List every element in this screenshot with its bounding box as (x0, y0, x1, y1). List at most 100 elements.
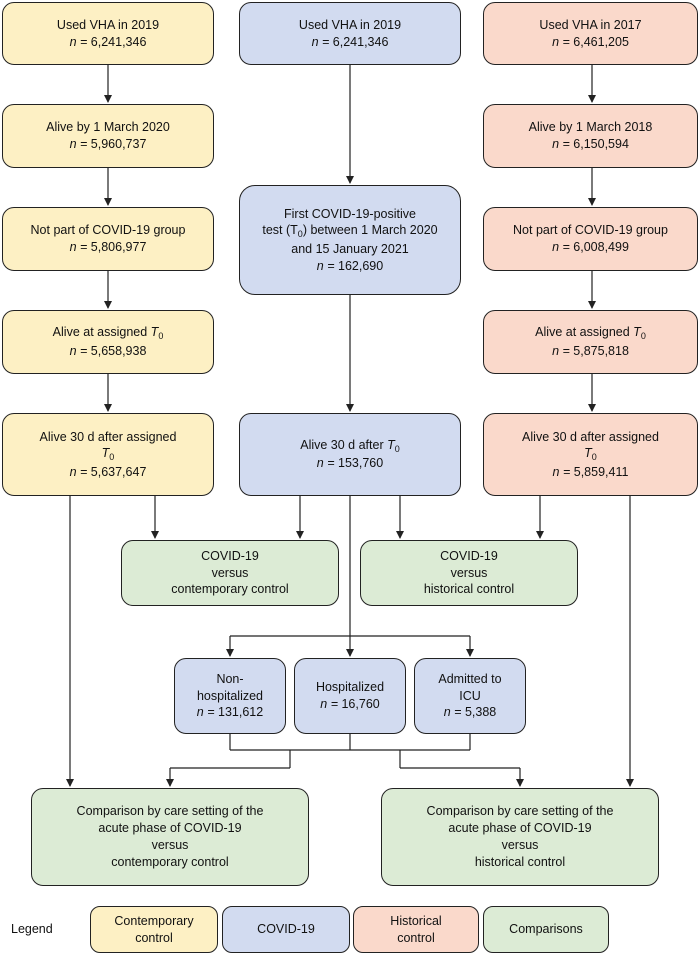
comparison-historical-box: COVID-19 versus historical control (360, 540, 578, 606)
contemp-not-part-n: 5,806,977 (90, 240, 147, 254)
comparison-historical-line1: COVID-19 (440, 548, 498, 563)
subscript-zero: 0 (158, 331, 164, 342)
covid-first-test-box: First COVID-19-positive test (T0) betwee… (239, 185, 461, 295)
legend-item-label: Contemporary (114, 913, 194, 928)
subscript-zero: 0 (640, 331, 646, 342)
legend-covid-19: COVID-19 (222, 906, 350, 953)
legend-item-label: control (135, 930, 173, 945)
hist-alive-by-n: 6,150,594 (573, 137, 629, 151)
care-comparison-historical-line2: acute phase of COVID-19 (448, 821, 592, 836)
care-comparison-historical-line4: historical control (474, 854, 566, 869)
icu-n: 5,388 (464, 705, 497, 720)
hist-used-vha-title: Used VHA in 2017 (539, 17, 642, 32)
comparison-contemporary-line3: contemporary control (171, 582, 289, 597)
hist-alive-30d-box: Alive 30 d after assigned T0 n = 5,859,4… (483, 413, 698, 496)
hist-not-part-box: Not part of COVID-19 group n = 6,008,499 (483, 207, 698, 271)
hist-alive-t0-box: Alive at assigned T0 n = 5,875,818 (483, 310, 698, 374)
comparison-historical-line2: versus (450, 565, 488, 580)
comparison-contemporary-line2: versus (211, 565, 249, 580)
legend-contemporary-control: Contemporary control (90, 906, 218, 953)
covid-used-vha-box: Used VHA in 2019 n = 6,241,346 (239, 2, 461, 65)
contemp-alive-by-box: Alive by 1 March 2020 n = 5,960,737 (2, 104, 214, 168)
hist-not-part-title: Not part of COVID-19 group (513, 223, 668, 238)
contemp-alive-30d-box: Alive 30 d after assigned T0 n = 5,637,6… (2, 413, 214, 496)
covid-used-vha-title: Used VHA in 2019 (298, 17, 402, 32)
contemp-alive-30d-n: 5,637,647 (90, 464, 147, 479)
covid-alive-30d-title: Alive 30 d after (300, 437, 384, 452)
covid-alive-30d-box: Alive 30 d after T0 n = 153,760 (239, 413, 461, 496)
care-comparison-contemporary-line3: versus (151, 838, 189, 852)
covid-first-test-line2b: ) between 1 March 2020 (302, 223, 438, 238)
n-label: n = (552, 240, 574, 254)
n-label: n = (316, 456, 338, 471)
legend-item-label: Historical (390, 913, 442, 928)
t-symbol: T (584, 446, 592, 461)
t-symbol: T (387, 437, 395, 452)
n-label: n = (552, 464, 574, 479)
hist-used-vha-box: Used VHA in 2017 n = 6,461,205 (483, 2, 698, 65)
n-label: n = (552, 343, 574, 358)
icu-line2: ICU (459, 688, 481, 703)
legend-item-label: control (397, 930, 435, 945)
subscript-zero: 0 (394, 443, 400, 454)
subscript-zero: 0 (109, 452, 115, 463)
covid-first-test-n: 162,690 (338, 258, 384, 273)
icu-line1: Admitted to (438, 671, 502, 686)
hist-used-vha-n: 6,461,205 (573, 34, 629, 49)
care-comparison-historical-line1: Comparison by care setting of the (426, 804, 614, 819)
hospitalized-n: 16,760 (341, 697, 380, 711)
care-comparison-contemporary-line4: contemporary control (111, 854, 229, 869)
n-label: n = (316, 258, 338, 273)
n-label: n = (69, 343, 91, 358)
n-label: n = (69, 34, 91, 49)
contemp-alive-t0-box: Alive at assigned T0 n = 5,658,938 (2, 310, 214, 374)
hospitalized-box: Hospitalized n = 16,760 (294, 658, 406, 734)
comparison-contemporary-line1: COVID-19 (201, 548, 259, 563)
contemp-alive-by-n: 5,960,737 (90, 137, 147, 151)
contemp-not-part-title: Not part of COVID-19 group (30, 223, 186, 238)
contemp-alive-by-title: Alive by 1 March 2020 (46, 120, 170, 135)
legend-item-label: COVID-19 (257, 922, 315, 937)
contemp-not-part-box: Not part of COVID-19 group n = 5,806,977 (2, 207, 214, 271)
hist-alive-by-box: Alive by 1 March 2018 n = 6,150,594 (483, 104, 698, 168)
t-symbol: T (633, 325, 641, 340)
n-label: n = (311, 34, 333, 49)
contemp-used-vha-box: Used VHA in 2019 n = 6,241,346 (2, 2, 214, 65)
contemp-alive-t0-title: Alive at assigned (52, 325, 148, 340)
n-label: n = (552, 137, 574, 151)
t-symbol: T (150, 325, 159, 340)
t-symbol: T (101, 446, 110, 461)
hist-alive-30d-title: Alive 30 d after assigned (522, 429, 659, 444)
covid-first-test-line3: and 15 January 2021 (291, 241, 409, 256)
n-label: n = (320, 697, 342, 711)
n-label: n = (196, 705, 218, 720)
hist-alive-t0-n: 5,875,818 (573, 343, 629, 358)
non-hospitalized-line2: hospitalized (196, 688, 263, 703)
comparison-contemporary-box: COVID-19 versus contemporary control (121, 540, 339, 606)
n-label: n = (69, 464, 91, 479)
care-comparison-historical-line3: versus (501, 838, 539, 852)
contemp-alive-t0-n: 5,658,938 (90, 343, 147, 358)
care-comparison-contemporary-line2: acute phase of COVID-19 (98, 821, 242, 836)
contemp-used-vha-n: 6,241,346 (90, 34, 147, 49)
covid-first-test-line1: First COVID-19-positive (284, 206, 416, 221)
care-comparison-historical-box: Comparison by care setting of the acute … (381, 788, 659, 886)
covid-first-test-line2a: test (T (262, 223, 298, 238)
covid-alive-30d-n: 153,760 (338, 456, 384, 471)
n-label: n = (69, 137, 91, 151)
covid-used-vha-n: 6,241,346 (332, 34, 389, 49)
non-hospitalized-line1: Non- (216, 671, 244, 686)
non-hospitalized-n: 131,612 (218, 705, 264, 720)
n-label: n = (69, 240, 91, 254)
care-comparison-contemporary-box: Comparison by care setting of the acute … (31, 788, 309, 886)
hist-alive-t0-title: Alive at assigned (535, 325, 630, 340)
hist-alive-by-title: Alive by 1 March 2018 (528, 120, 653, 135)
hist-not-part-n: 6,008,499 (573, 240, 629, 254)
legend-label: Legend (11, 922, 53, 936)
hist-alive-30d-n: 5,859,411 (573, 464, 629, 479)
non-hospitalized-box: Non- hospitalized n = 131,612 (174, 658, 286, 734)
hospitalized-line1: Hospitalized (315, 680, 385, 695)
icu-box: Admitted to ICU n = 5,388 (414, 658, 526, 734)
